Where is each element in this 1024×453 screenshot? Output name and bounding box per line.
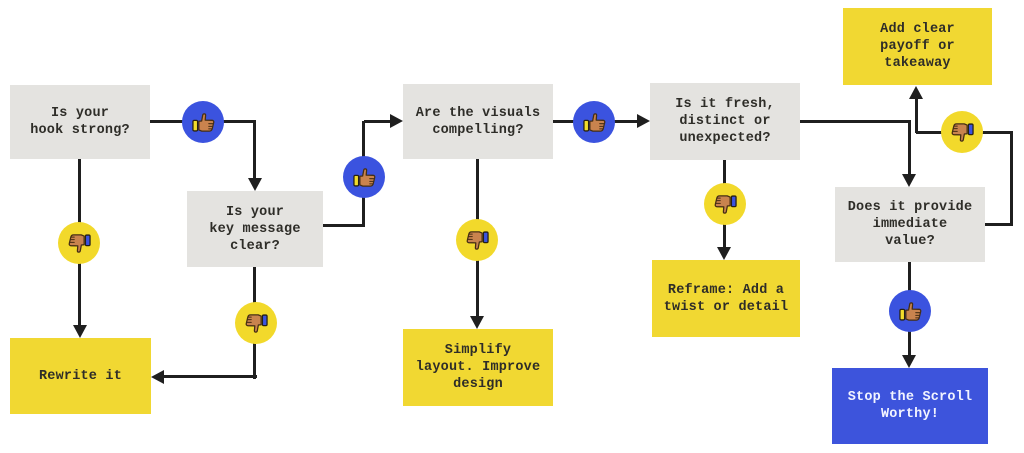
arrowhead-into-simplify [470, 316, 484, 329]
arrowhead-into-key-message [248, 178, 262, 191]
node-label: Stop the Scroll Worthy! [847, 390, 973, 422]
thumbs-up-badge [343, 156, 385, 198]
arrowhead-into-rewrite-side [151, 370, 164, 384]
arrowhead-into-payoff [909, 86, 923, 99]
node-simplify-layout: Simplify layout. Improve design [403, 329, 553, 406]
node-label: Reframe: Add a twist or detail [663, 282, 789, 315]
thumbs-up-badge [573, 101, 615, 143]
thumbs-down-icon [245, 313, 268, 333]
node-label: Is it fresh, distinct or unexpected? [675, 97, 775, 146]
node-label: Are the visuals compelling? [415, 105, 541, 138]
node-label: Simplify layout. Improve design [415, 343, 541, 392]
node-visuals-compelling: Are the visuals compelling? [403, 84, 553, 159]
arrowhead-into-visuals [390, 114, 403, 128]
connector-value-to-payoff [985, 223, 1013, 226]
thumbs-up-icon [191, 112, 214, 132]
node-label: Is your hook strong? [30, 106, 130, 138]
connector-value-to-payoff [1010, 131, 1013, 226]
thumbs-down-icon [68, 233, 91, 253]
node-hook-strong: Is your hook strong? [10, 85, 150, 159]
thumbs-down-badge [58, 222, 100, 264]
arrowhead-into-value [902, 174, 916, 187]
thumbs-up-icon [352, 167, 375, 187]
node-add-payoff: Add clear payoff or takeaway [843, 8, 992, 85]
node-reframe-twist: Reframe: Add a twist or detail [652, 260, 800, 337]
thumbs-down-badge [704, 183, 746, 225]
node-label: Does it provide immediate value? [847, 200, 973, 249]
thumbs-up-icon [898, 301, 921, 321]
thumbs-down-icon [951, 122, 974, 142]
thumbs-down-icon [714, 194, 737, 214]
connector-key-to-visuals [323, 224, 364, 227]
node-label: Add clear payoff or takeaway [880, 22, 955, 71]
thumbs-down-badge [456, 219, 498, 261]
arrowhead-into-stop [902, 355, 916, 368]
node-label: Is your key message clear? [209, 204, 301, 254]
connector-fresh-to-value [908, 121, 911, 174]
thumbs-up-badge [889, 290, 931, 332]
thumbs-up-badge [182, 101, 224, 143]
connector-value-to-payoff [915, 99, 918, 133]
connector-fresh-to-value [800, 120, 911, 123]
thumbs-down-badge [235, 302, 277, 344]
thumbs-down-badge [941, 111, 983, 153]
connector-hook-to-key [253, 120, 256, 180]
arrowhead-into-fresh [637, 114, 650, 128]
node-label: Rewrite it [38, 368, 122, 384]
node-key-message-clear: Is your key message clear? [187, 191, 323, 267]
thumbs-up-icon [582, 112, 605, 132]
arrowhead-into-rewrite [73, 325, 87, 338]
node-stop-the-scroll: Stop the Scroll Worthy! [832, 368, 988, 444]
connector-key-to-rewrite [164, 375, 257, 378]
node-fresh-distinct: Is it fresh, distinct or unexpected? [650, 83, 800, 160]
arrowhead-into-reframe [717, 247, 731, 260]
thumbs-down-icon [466, 230, 489, 250]
connector-key-to-visuals [364, 120, 392, 123]
node-immediate-value: Does it provide immediate value? [835, 187, 985, 262]
node-rewrite-it: Rewrite it [10, 338, 151, 414]
